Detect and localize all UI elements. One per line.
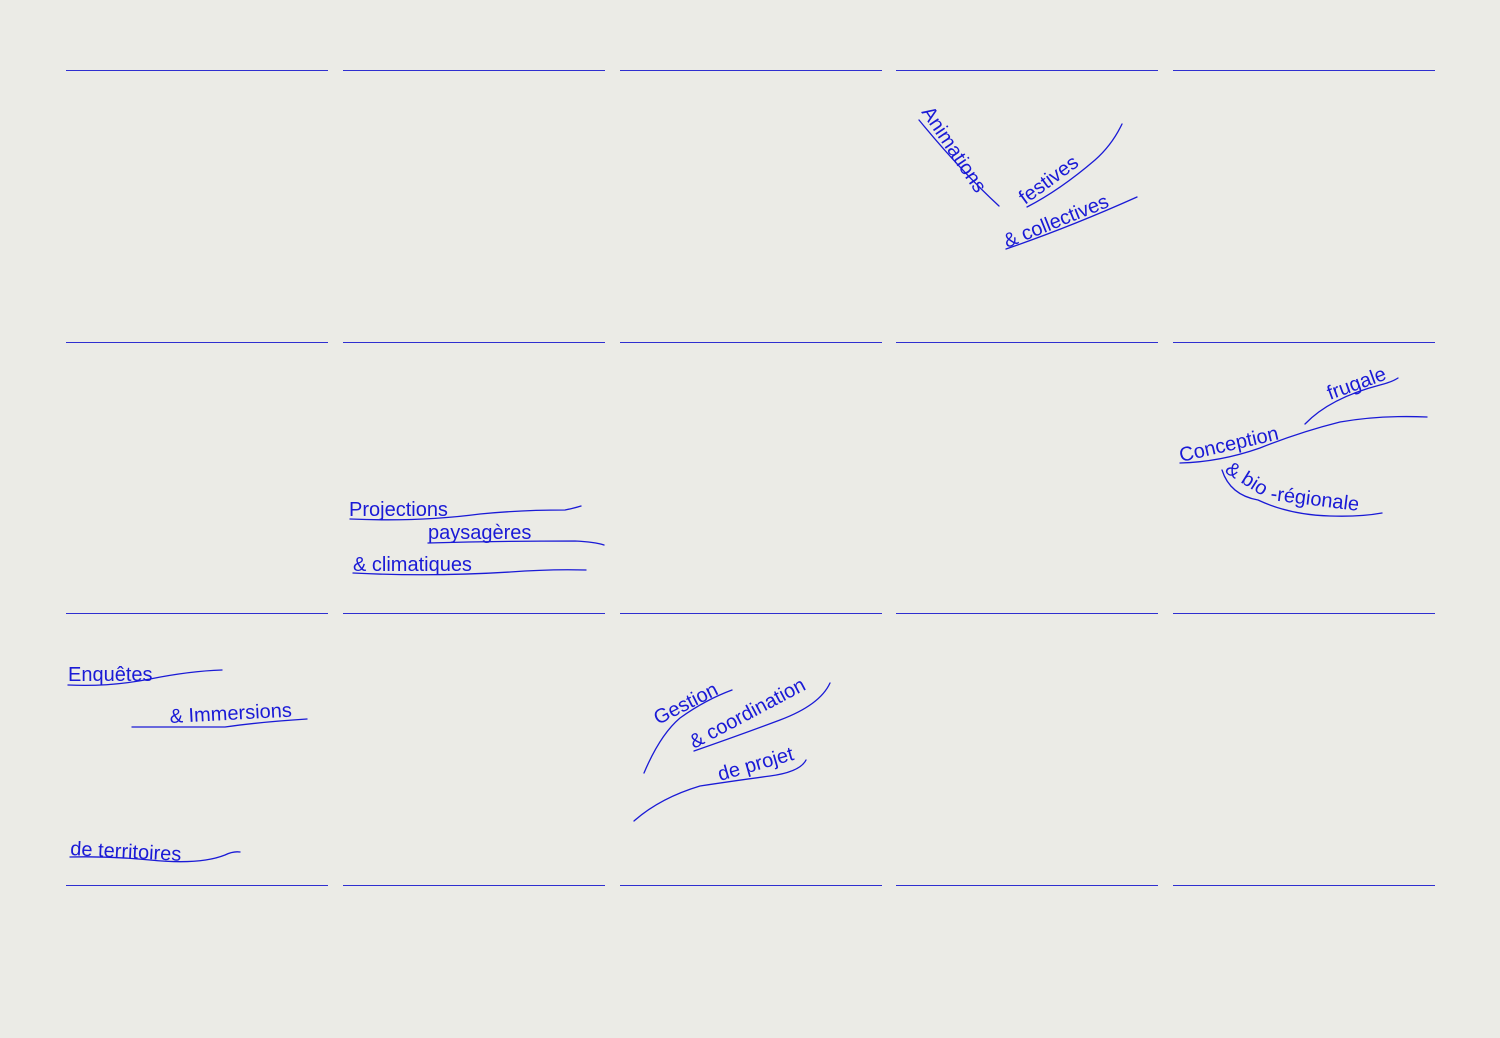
gestion-swash-1 bbox=[643, 689, 733, 774]
projections-swash-2 bbox=[427, 540, 605, 546]
animations-swash-1 bbox=[918, 119, 1000, 207]
grid-rule bbox=[620, 885, 882, 886]
label-gestion: Gestion & coordination de projet bbox=[633, 674, 831, 822]
label-conception: Conception frugale & bio -régionale bbox=[1177, 363, 1428, 517]
grid-rule bbox=[66, 342, 328, 343]
animations-line2: festives bbox=[1015, 151, 1083, 209]
grid-rule bbox=[620, 342, 882, 343]
projections-line1: Projections bbox=[349, 499, 448, 521]
grid-rule bbox=[896, 885, 1158, 886]
grid-rule bbox=[896, 342, 1158, 343]
grid-rule bbox=[66, 885, 328, 886]
conception-swash-3 bbox=[1221, 469, 1383, 517]
enquetes-swash-1 bbox=[67, 669, 223, 687]
animations-line1: Animations bbox=[917, 102, 991, 196]
conception-swash-1 bbox=[1179, 415, 1428, 464]
label-animations: Animations festives & collectives bbox=[917, 102, 1138, 253]
enquetes-line2: & Immersions bbox=[169, 700, 292, 728]
grid-rule bbox=[1173, 885, 1435, 886]
projections-line2: paysagères bbox=[428, 522, 531, 544]
grid-rule bbox=[1173, 70, 1435, 71]
grid-rule bbox=[66, 70, 328, 71]
projections-line3: & climatiques bbox=[353, 554, 472, 576]
conception-line3-tail: -régionale bbox=[1269, 483, 1360, 516]
enquetes-swash-3 bbox=[69, 851, 241, 863]
projections-swash-3 bbox=[352, 569, 587, 576]
gestion-swash-2 bbox=[693, 682, 831, 752]
grid-rule bbox=[896, 70, 1158, 71]
gestion-line3: de projet bbox=[715, 743, 796, 786]
grid-rule bbox=[896, 613, 1158, 614]
grid-rule bbox=[1173, 613, 1435, 614]
grid-rule bbox=[1173, 342, 1435, 343]
gestion-swash-3 bbox=[633, 759, 807, 822]
grid-rule bbox=[343, 885, 605, 886]
grid-rule bbox=[343, 70, 605, 71]
conception-swash-2 bbox=[1304, 377, 1399, 425]
grid-rule bbox=[343, 342, 605, 343]
conception-line3: & bio bbox=[1221, 458, 1271, 501]
animations-swash-2 bbox=[1026, 123, 1123, 208]
animations-line3: & collectives bbox=[1001, 191, 1112, 253]
grid-rule bbox=[66, 613, 328, 614]
projections-swash-1 bbox=[349, 505, 582, 521]
enquetes-line1: Enquêtes bbox=[68, 664, 153, 686]
label-enquetes: Enquêtes & Immersions de territoires bbox=[67, 664, 308, 866]
grid-rule bbox=[620, 613, 882, 614]
enquetes-swash-2 bbox=[131, 718, 308, 728]
conception-line1: Conception bbox=[1177, 423, 1281, 467]
grid-rule bbox=[620, 70, 882, 71]
conception-line2: frugale bbox=[1324, 363, 1389, 405]
animations-swash-3 bbox=[1005, 196, 1138, 250]
grid-rule bbox=[343, 613, 605, 614]
label-projections: Projections paysagères & climatiques bbox=[349, 499, 605, 576]
